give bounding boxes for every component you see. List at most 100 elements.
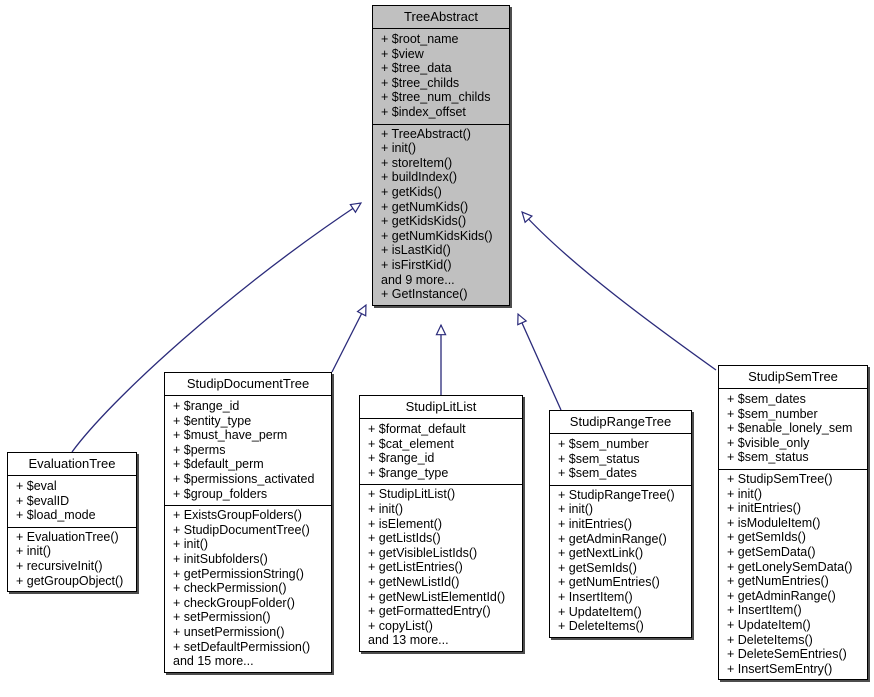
class-attribute: + $sem_number [727,406,818,421]
class-operations-overflow: and 9 more... [381,272,455,287]
class-operation: + InsertItem() [727,603,802,618]
class-operation: + getNumEntries() [558,575,660,590]
class-operation: + getNextLink() [558,546,644,561]
class-operation: + DeleteSemEntries() [727,647,847,662]
class-name: StudipRangeTree [569,414,672,429]
class-operation: + getFormattedEntry() [368,604,491,619]
class-attribute: + $sem_status [727,450,809,465]
class-operation: + buildIndex() [381,170,458,185]
class-attributes-compartment: + $sem_number + $sem_status + $sem_dates [550,434,691,486]
class-attribute: + $tree_data [381,61,452,76]
class-operation: + TreeAbstract() [381,126,471,141]
class-operation: + getNumKidsKids() [381,228,493,243]
class-operation: + InsertItem() [558,589,633,604]
class-operation: + init() [16,544,52,559]
class-operations-overflow: and 13 more... [368,633,449,648]
class-operation: + DeleteItems() [558,619,644,634]
class-operation: + init() [381,141,417,156]
class-name-compartment: StudipSemTree [719,366,867,389]
class-operation: + initEntries() [727,501,801,516]
class-box-studip-lit-list[interactable]: StudipLitList + $format_default + $cat_e… [359,395,523,652]
class-operation: + UpdateItem() [727,617,811,632]
class-attribute: + $entity_type [173,413,252,428]
class-operation: + initEntries() [558,516,632,531]
class-operations-compartment: + TreeAbstract() + init() + storeItem() … [373,125,509,305]
class-operation: + EvaluationTree() [16,529,119,544]
class-attribute: + $cat_element [368,436,454,451]
class-operation: + init() [558,502,594,517]
class-attribute: + $must_have_perm [173,428,288,443]
class-box-studip-range-tree[interactable]: StudipRangeTree + $sem_number + $sem_sta… [549,410,692,638]
class-operation: + StudipDocumentTree() [173,522,310,537]
class-attribute: + $enable_lonely_sem [727,421,853,436]
class-operation: + getVisibleListIds() [368,545,478,560]
class-box-studip-sem-tree[interactable]: StudipSemTree + $sem_dates + $sem_number… [718,365,868,681]
class-attribute: + $tree_num_childs [381,90,491,105]
class-attribute: + $view [381,46,424,61]
class-operation: + getLonelySemData() [727,559,853,574]
class-attribute: + $range_id [368,451,435,466]
class-operations-compartment: + StudipSemTree() + init() + initEntries… [719,470,867,679]
class-name: EvaluationTree [28,456,116,471]
class-operation: + initSubfolders() [173,551,268,566]
class-operation: + init() [368,501,404,516]
class-operation: + getSemIds() [558,560,637,575]
class-attribute: + $tree_childs [381,75,460,90]
edge-studipsemtree-treeabstract [521,211,717,371]
class-operation: + isElement() [368,516,442,531]
class-name: StudipLitList [405,399,477,414]
class-name: StudipSemTree [748,369,838,384]
class-operation: + recursiveInit() [16,558,103,573]
class-operations-overflow: and 15 more... [173,654,254,669]
class-attribute: + $default_perm [173,457,264,472]
class-operation: + getKids() [381,184,442,199]
class-name: StudipDocumentTree [186,376,310,391]
class-box-studip-document-tree[interactable]: StudipDocumentTree + $range_id + $entity… [164,372,332,673]
class-operation: + ExistsGroupFolders() [173,508,302,523]
class-operation: + StudipLitList() [368,487,456,502]
class-operation: + setDefaultPermission() [173,639,311,654]
class-operation: + DeleteItems() [727,632,813,647]
class-attribute: + $range_id [173,399,240,413]
class-box-evaluation-tree[interactable]: EvaluationTree + $eval + $evalID + $load… [7,452,137,593]
class-name-compartment: TreeAbstract [373,6,509,29]
class-attribute: + $sem_dates [558,466,637,481]
class-operations-compartment: + StudipRangeTree() + init() + initEntri… [550,486,691,637]
class-operations-compartment: + EvaluationTree() + init() + recursiveI… [8,528,136,591]
class-name-compartment: StudipDocumentTree [165,373,331,396]
class-attribute: + $format_default [368,422,466,436]
class-operation: + isModuleItem() [727,515,821,530]
class-name: TreeAbstract [404,9,478,24]
class-attribute: + $sem_status [558,451,640,466]
class-operation: + storeItem() [381,155,453,170]
class-operation: + getSemData() [727,544,816,559]
class-operation: + getAdminRange() [727,588,836,603]
class-attribute: + $sem_number [558,437,649,451]
class-name-compartment: StudipRangeTree [550,411,691,434]
class-operation: + getPermissionString() [173,566,304,581]
class-attribute: + $sem_dates [727,392,806,406]
class-operation: + InsertSemEntry() [727,661,833,676]
class-operation: + getListEntries() [368,560,463,575]
class-operation: + getSemIds() [727,530,806,545]
class-attribute: + $eval [16,479,57,493]
class-box-tree-abstract[interactable]: TreeAbstract + $root_name + $view + $tre… [372,5,510,306]
class-operation: + getNewListId() [368,574,460,589]
class-operation: + isFirstKid() [381,257,452,272]
class-operation: + init() [727,486,763,501]
class-operations-compartment: + ExistsGroupFolders() + StudipDocumentT… [165,506,331,672]
class-operation: + StudipSemTree() [727,471,833,486]
class-operation: + StudipRangeTree() [558,487,675,502]
class-attribute: + $range_type [368,465,449,480]
class-operation: + getGroupObject() [16,573,124,588]
class-attribute: + $root_name [381,32,459,46]
class-operations-compartment: + StudipLitList() + init() + isElement()… [360,485,522,651]
class-operation: + unsetPermission() [173,624,285,639]
class-operation: + getAdminRange() [558,531,667,546]
class-operation: + isLastKid() [381,243,451,258]
class-name-compartment: EvaluationTree [8,453,136,476]
class-attributes-compartment: + $root_name + $view + $tree_data + $tre… [373,29,509,125]
class-attribute: + $visible_only [727,435,810,450]
edge-studiprangetree-treeabstract [517,312,562,411]
